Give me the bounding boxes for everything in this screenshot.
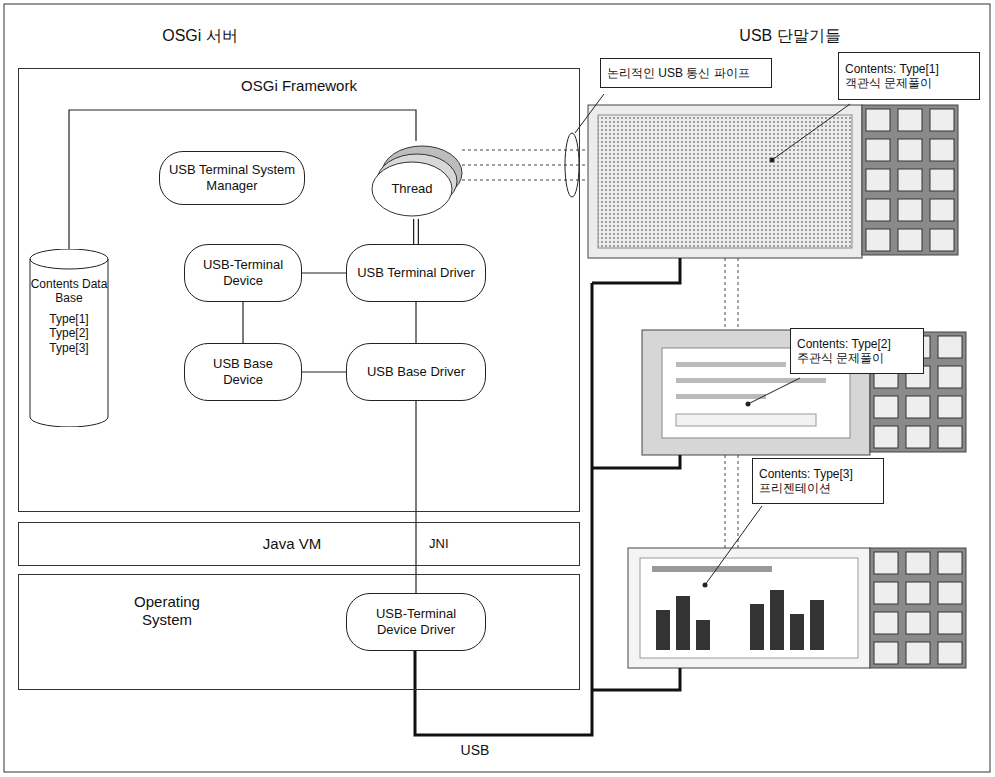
node-text: Contents Data Base — [29, 277, 109, 306]
connector-line — [415, 401, 416, 593]
node-text: Contents: Type[3] — [759, 467, 853, 481]
framework-box: OSGi FrameworkUSB Terminal System Manage… — [18, 68, 580, 512]
connector-line — [242, 302, 243, 343]
pipe-line — [725, 455, 726, 548]
keypad-keys — [870, 548, 966, 668]
node-text: USB-Terminal Device Driver — [355, 606, 477, 637]
callout-box: Contents: Type[2]주관식 문제풀이 — [790, 328, 924, 374]
pipe-line — [462, 180, 588, 181]
screen-line — [652, 566, 772, 572]
database-cylinder: Contents Data BaseType[1] Type[2] Type[3… — [29, 249, 109, 427]
pipe-line — [738, 455, 739, 548]
cylinder-body — [30, 249, 108, 427]
device-box: USB-Terminal Device — [184, 244, 302, 302]
connector-line — [302, 371, 346, 372]
leader-line — [705, 506, 762, 585]
node-text: USB Base Device — [193, 356, 293, 387]
leader-dot — [770, 158, 775, 163]
leader-dot — [746, 402, 751, 407]
usb-cable — [592, 258, 680, 283]
thread-outline — [366, 141, 466, 219]
manager-box: USB Terminal System Manager — [159, 151, 305, 205]
thread-ellipse — [372, 162, 452, 216]
connector — [416, 401, 417, 593]
node-text: OSGi Framework — [241, 77, 357, 95]
callout-box: 논리적인 USB 통신 파이프 — [600, 58, 772, 88]
chart-bar — [810, 600, 824, 650]
node-text: Thread — [391, 181, 432, 197]
chart-bar — [770, 590, 784, 650]
node-text: USB Terminal Driver — [357, 265, 475, 281]
screen-line — [676, 378, 826, 383]
node-text: 객관식 문제풀이 — [845, 76, 932, 90]
connector — [243, 302, 244, 343]
connector-line — [413, 219, 419, 244]
driver-box: USB Terminal Driver — [346, 244, 486, 302]
connector-line — [69, 110, 416, 249]
chart-bar — [696, 620, 710, 650]
leader-line — [772, 104, 850, 160]
usb-cable — [592, 668, 680, 690]
keypad-keys — [862, 105, 958, 255]
leader-dot — [703, 583, 708, 588]
node-text: USB Base Driver — [367, 364, 465, 380]
usb-cable — [592, 455, 680, 468]
node-text: 프리젠테이션 — [759, 481, 831, 495]
connector — [302, 372, 346, 373]
bus-label: USB — [440, 742, 510, 758]
connector-line — [302, 272, 346, 273]
jvm-band: Java VM JNI — [18, 522, 580, 566]
leader-line — [748, 378, 800, 404]
thread-stack: Thread — [366, 141, 466, 219]
node-text: Java VM — [263, 535, 321, 553]
section-title: USB 단말기들 — [690, 26, 890, 47]
terminal-body — [628, 548, 870, 668]
screen-line — [676, 362, 786, 367]
device-box: USB Base Device — [184, 343, 302, 401]
node-text: Type[1] Type[2] Type[3] — [29, 312, 109, 355]
node-text: Contents: Type[1] — [845, 62, 939, 76]
keypad — [870, 548, 966, 668]
connector — [416, 302, 417, 343]
section-title: OSGi 서버 — [100, 26, 300, 47]
os-box: Operating System USB-Terminal Device Driv… — [18, 574, 580, 690]
pipe-line — [462, 165, 588, 166]
node-text: 주관식 문제풀이 — [797, 351, 884, 365]
node-text: USB-Terminal Device — [193, 257, 293, 288]
node-text: 논리적인 USB 통신 파이프 — [607, 66, 750, 80]
connector — [416, 219, 417, 244]
chart-bar — [656, 610, 670, 650]
pipe-line — [738, 258, 739, 330]
terminal-screen — [640, 558, 858, 658]
terminal-screen — [598, 115, 852, 248]
node-text: USB Terminal System Manager — [168, 162, 296, 193]
driver-box: USB Base Driver — [346, 343, 486, 401]
callout-box: Contents: Type[3]프리젠테이션 — [752, 458, 884, 504]
connector — [302, 273, 346, 274]
keypad — [862, 105, 958, 255]
screen-line — [676, 394, 766, 399]
driver-box: USB-Terminal Device Driver — [346, 593, 486, 651]
chart-bar — [750, 604, 764, 650]
connector-line — [415, 302, 416, 343]
pipe-line — [462, 150, 588, 151]
answer-field — [676, 414, 816, 426]
node-text: JNI — [429, 536, 449, 552]
outer-frame — [4, 4, 990, 772]
pipe-line — [725, 258, 726, 330]
chart-bar — [790, 614, 804, 650]
chart-bar — [676, 596, 690, 650]
pipe-bundle — [565, 133, 579, 197]
terminal-body — [588, 105, 862, 258]
node-text: Operating System — [107, 593, 227, 629]
callout-box: Contents: Type[1]객관식 문제풀이 — [838, 52, 980, 100]
cylinder-rim — [30, 259, 108, 269]
connector-core — [414, 219, 418, 244]
connector — [69, 110, 416, 249]
node-text: Contents: Type[2] — [797, 337, 891, 351]
